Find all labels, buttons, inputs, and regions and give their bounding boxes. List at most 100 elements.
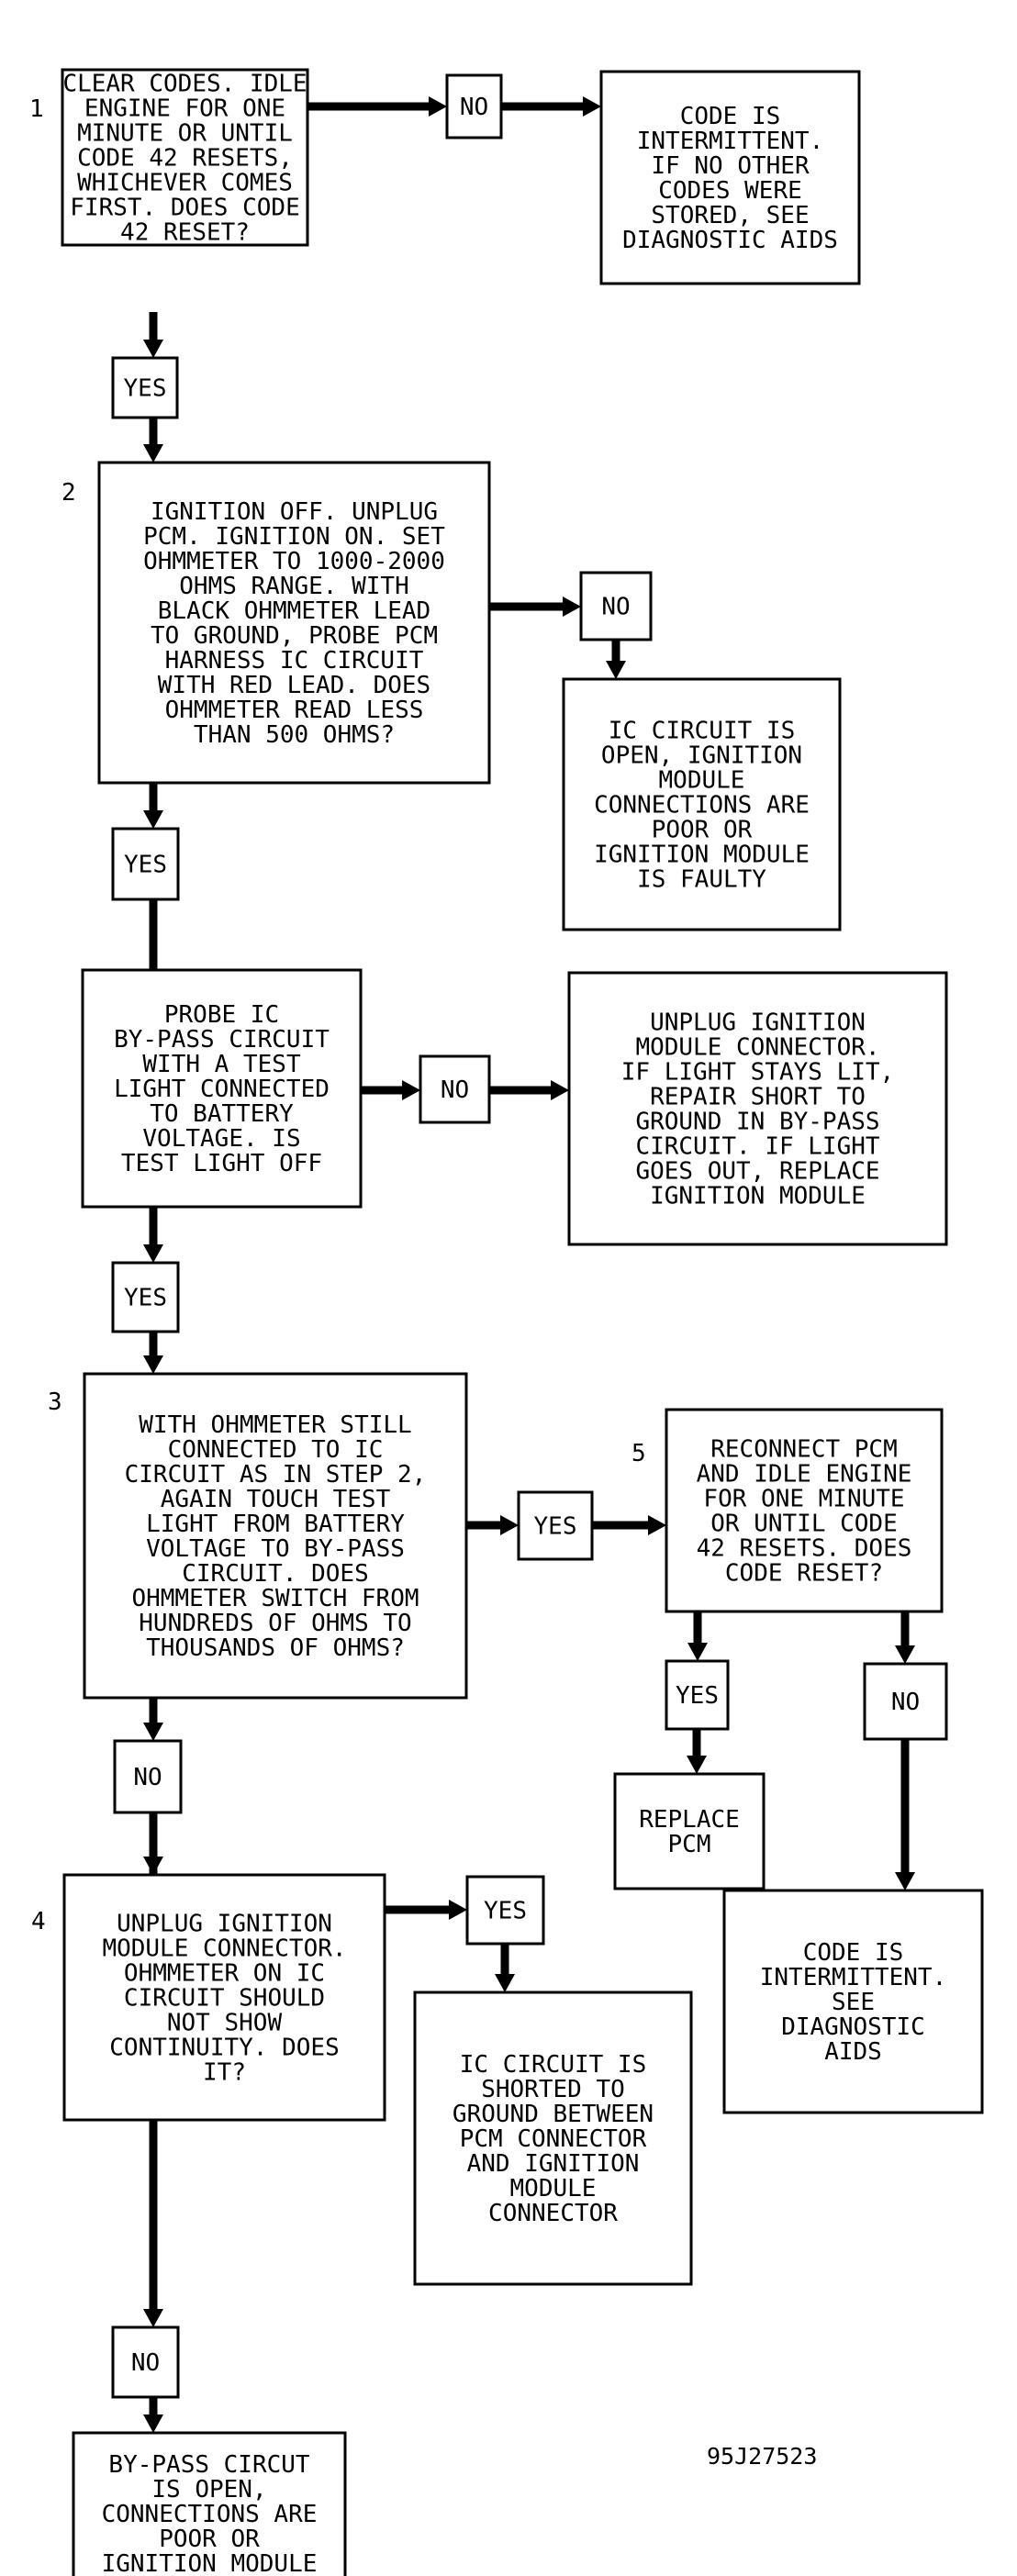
node-text-ic-open: IS FAULTY (637, 866, 766, 894)
node-text-step3: AGAIN TOUCH TEST (161, 1486, 391, 1513)
arrowhead (143, 444, 163, 463)
node-box-step3 (83, 1372, 468, 1700)
node-text-ic-open: IC CIRCUIT IS (609, 718, 796, 745)
arrowhead (687, 1643, 708, 1661)
node-box-step2 (97, 461, 491, 785)
node-text-step4: OHMMETER ON IC (124, 1960, 325, 1988)
node-text-step3: WITH OHMMETER STILL (139, 1411, 411, 1439)
node-text-intermittent2: SEE (832, 1989, 875, 2016)
node-text-step1: WHICHEVER COMES (77, 170, 293, 197)
arrowhead (402, 1080, 420, 1100)
node-text-step2: OHMS RANGE. WITH (179, 573, 408, 600)
node-text-replace: PCM (668, 1831, 711, 1858)
arrowhead (143, 340, 163, 358)
node-text-bypass-open: BY-PASS CIRCUT (108, 2451, 309, 2479)
node-text-step3: THOUSANDS OF OHMS? (146, 1634, 405, 1662)
node-box-step1 (61, 68, 309, 247)
node-text-step2: OHMMETER READ LESS (165, 697, 424, 724)
node-box-intermittent2 (722, 1889, 984, 2114)
arrowhead (495, 1974, 515, 1992)
node-text-step2: WITH RED LEAD. DOES (158, 672, 430, 699)
node-box-yes2 (111, 827, 180, 901)
node-text-intermittent1: IF NO OTHER (651, 152, 810, 180)
node-box-yes4 (517, 1490, 594, 1561)
arrowhead (551, 1080, 569, 1100)
node-text-ic-open: IGNITION MODULE (594, 842, 810, 869)
node-text-step2: HARNESS IC CIRCUIT (165, 647, 424, 675)
node-text-intermittent2: INTERMITTENT. (760, 1964, 947, 1991)
node-text-step5: AND IDLE ENGINE (697, 1461, 912, 1489)
node-text-bypass-open: IS OPEN, (151, 2476, 266, 2504)
node-box-yes3 (111, 1261, 180, 1333)
node-text-intermittent1: STORED, SEE (651, 202, 809, 229)
node-text-step4: IT? (203, 2059, 246, 2087)
node-text-step5: CODE RESET? (725, 1560, 883, 1588)
node-text-yes4: YES (534, 1513, 577, 1541)
node-text-step3: LIGHT FROM BATTERY (146, 1511, 405, 1538)
node-text-ic-open: OPEN, IGNITION (601, 742, 802, 770)
arrowhead (606, 661, 626, 679)
node-text-unplug: REPAIR SHORT TO (650, 1084, 866, 1111)
node-text-step1: 42 RESET? (120, 219, 250, 247)
node-box-replace (613, 1772, 766, 1890)
node-text-intermittent1: DIAGNOSTIC AIDS (622, 227, 838, 254)
node-text-step2: BLACK OHMMETER LEAD (158, 597, 430, 625)
node-text-probe: PROBE IC (164, 1001, 279, 1029)
node-text-probe: WITH A TEST (142, 1051, 301, 1078)
node-box-intermittent1 (599, 70, 861, 285)
node-text-unplug: GOES OUT, REPLACE (635, 1158, 879, 1186)
arrowhead (143, 1723, 163, 1741)
node-box-no1 (445, 73, 503, 139)
node-text-step4: UNPLUG IGNITION (117, 1911, 332, 1938)
node-box-bypass-open (72, 2431, 347, 2576)
node-text-step1: CLEAR CODES. IDLE (62, 71, 307, 98)
node-box-yes1 (111, 356, 179, 419)
node-text-step5: RECONNECT PCM (710, 1436, 898, 1464)
node-text-replace: REPLACE (639, 1806, 740, 1834)
node-text-intermittent1: CODE IS (680, 103, 781, 130)
node-text-unplug: IF LIGHT STAYS LIT, (621, 1059, 894, 1087)
node-text-bypass-open: IGNITION MODULE (102, 2550, 318, 2576)
arrowhead (563, 597, 581, 617)
node-text-intermittent2: DIAGNOSTIC (781, 2013, 925, 2041)
node-text-intermittent1: INTERMITTENT. (637, 128, 824, 155)
node-text-step2: TO GROUND, PROBE PCM (151, 622, 438, 650)
node-box-unplug (567, 971, 948, 1246)
node-box-ic-short (413, 1991, 693, 2286)
node-text-bypass-open: POOR OR (159, 2526, 260, 2553)
node-text-ic-short: AND IGNITION (467, 2150, 640, 2178)
node-text-bypass-open: CONNECTIONS ARE (102, 2501, 318, 2528)
node-text-unplug: UNPLUG IGNITION (650, 1009, 866, 1037)
node-text-ic-open: MODULE (659, 767, 745, 795)
arrowhead (143, 1244, 163, 1263)
node-text-probe: TEST LIGHT OFF (121, 1150, 322, 1177)
node-text-step2: OHMMETER TO 1000-2000 (143, 548, 445, 575)
node-text-unplug: GROUND IN BY-PASS (635, 1109, 879, 1136)
node-box-no2 (579, 571, 653, 641)
step-number-4: 4 (31, 1908, 46, 1935)
step-number-2: 2 (61, 479, 76, 507)
node-text-ic-short: PCM CONNECTOR (460, 2125, 647, 2153)
node-text-ic-short: SHORTED TO (481, 2076, 625, 2103)
node-text-probe: BY-PASS CIRCUIT (114, 1026, 330, 1054)
arrowhead (895, 1872, 915, 1890)
node-text-step2: THAN 500 OHMS? (194, 721, 395, 749)
arrowhead (143, 2309, 163, 2327)
node-text-probe: LIGHT CONNECTED (114, 1076, 330, 1103)
step-number-3: 3 (48, 1388, 62, 1416)
node-text-step1: FIRST. DOES CODE (70, 195, 299, 222)
node-text-step3: OHMMETER SWITCH FROM (131, 1585, 419, 1612)
step-number-1: 1 (29, 95, 44, 123)
node-text-ic-short: MODULE (510, 2175, 597, 2202)
node-text-intermittent2: AIDS (824, 2038, 882, 2066)
node-text-step1: ENGINE FOR ONE (84, 95, 285, 123)
node-text-probe: TO BATTERY (150, 1100, 294, 1128)
node-text-step4: CONTINUITY. DOES (109, 2035, 339, 2062)
node-text-step2: IGNITION OFF. UNPLUG (151, 498, 438, 526)
arrowhead (143, 1857, 163, 1875)
node-text-ic-short: CONNECTOR (488, 2200, 618, 2227)
node-text-step3: CONNECTED TO IC (168, 1436, 384, 1464)
arrowhead (143, 2414, 163, 2433)
node-text-ic-open: POOR OR (652, 817, 753, 844)
